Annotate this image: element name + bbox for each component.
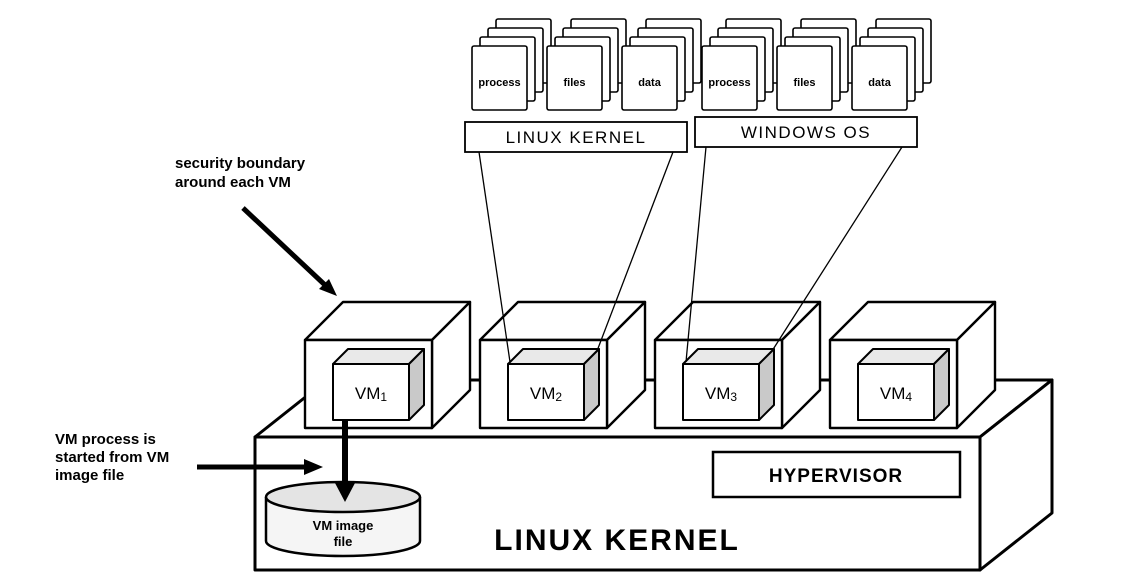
annotation-line: around each VM bbox=[175, 174, 291, 191]
funnel-line-windows-right bbox=[771, 146, 903, 352]
funnel-line-linux-left bbox=[478, 151, 511, 363]
vm-cube-front bbox=[682, 363, 760, 421]
card-label: files bbox=[563, 77, 585, 89]
security-boundary-annotation: security boundary around each VM bbox=[175, 155, 306, 191]
funnel-line-windows-left bbox=[685, 146, 707, 363]
card-stack-windows-data: data bbox=[851, 18, 932, 111]
card-label: data bbox=[638, 77, 662, 89]
vm-label: VM2 bbox=[530, 384, 563, 404]
arrow-head bbox=[335, 483, 355, 502]
os-box-rect bbox=[694, 116, 918, 148]
card-stack-windows-process: process bbox=[701, 18, 782, 111]
funnel-lines bbox=[478, 146, 903, 363]
hypervisor-box bbox=[711, 450, 962, 499]
arrow-head bbox=[319, 279, 337, 296]
card-stack-windows-files: files bbox=[776, 18, 857, 111]
annotation-line: security boundary bbox=[175, 155, 306, 172]
linux-kernel-label-box: LINUX KERNEL bbox=[464, 121, 688, 153]
security-boundary-arrow bbox=[241, 206, 337, 296]
stack-card bbox=[471, 45, 528, 111]
linux-kernel-title: LINUX KERNEL bbox=[494, 524, 740, 557]
vm-process-annotation: VM process is started from VM image file bbox=[55, 431, 169, 484]
stack-card bbox=[776, 45, 833, 111]
vm-process-arrow bbox=[197, 459, 323, 475]
vm-label: VM4 bbox=[880, 384, 913, 404]
vm1-to-image-arrow bbox=[335, 421, 355, 502]
stack-card bbox=[701, 45, 758, 111]
funnel-line-linux-right bbox=[596, 151, 674, 352]
hypervisor-label: HYPERVISOR bbox=[769, 466, 903, 487]
stack-card bbox=[851, 45, 908, 111]
card-stack-linux-files: files bbox=[546, 18, 627, 111]
annotation-line: started from VM bbox=[55, 449, 169, 466]
vm-label: VM1 bbox=[355, 384, 388, 404]
annotation-line: VM process is bbox=[55, 431, 156, 448]
windows-os-label-box: WINDOWS OS bbox=[694, 116, 918, 148]
cylinder-body bbox=[264, 497, 422, 558]
vm1-box: VM1 bbox=[303, 300, 472, 430]
windows-os-label: WINDOWS OS bbox=[741, 123, 871, 142]
vm-image-file-label-line1: VM image bbox=[313, 518, 374, 533]
stack-card bbox=[546, 45, 603, 111]
vm-cube-front bbox=[332, 363, 410, 421]
card-label: process bbox=[478, 77, 520, 89]
card-stack-linux-process: process bbox=[471, 18, 552, 111]
os-box-rect bbox=[464, 121, 688, 153]
arrow-shaft bbox=[241, 206, 327, 287]
vm-image-file-label-line2: file bbox=[334, 534, 353, 549]
vm-cube-front bbox=[507, 363, 585, 421]
stack-card bbox=[621, 45, 678, 111]
card-stack-linux-data: data bbox=[621, 18, 702, 111]
card-label: process bbox=[708, 77, 750, 89]
linux-kernel-os-label: LINUX KERNEL bbox=[506, 128, 647, 147]
annotation-line: image file bbox=[55, 467, 124, 484]
arrow-head bbox=[304, 459, 323, 475]
vm4-box: VM4 bbox=[828, 300, 997, 430]
card-label: data bbox=[868, 77, 892, 89]
vm3-box: VM3 bbox=[653, 300, 822, 430]
vm-label: VM3 bbox=[705, 384, 738, 404]
card-label: files bbox=[793, 77, 815, 89]
vm2-box: VM2 bbox=[478, 300, 647, 430]
vm-cube-front bbox=[857, 363, 935, 421]
